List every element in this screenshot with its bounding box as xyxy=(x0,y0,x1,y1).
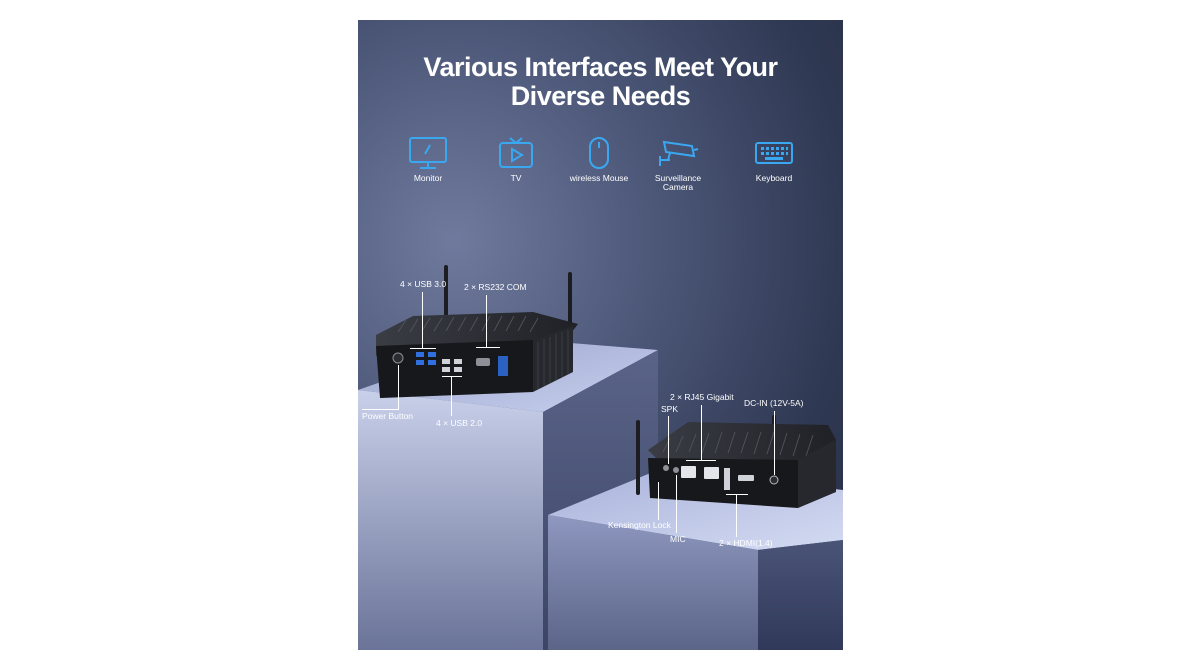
camera-icon xyxy=(659,140,699,166)
right-pedestal-side xyxy=(758,540,843,650)
keyboard-icon xyxy=(755,142,793,164)
feature-label: TV xyxy=(510,173,522,183)
spk-label: SPK xyxy=(661,404,679,414)
rs232-com-label: 2 × RS232 COM xyxy=(464,282,527,292)
feature-label: Monitor xyxy=(413,173,443,183)
usb3-label: 4 × USB 3.0 xyxy=(400,279,447,289)
mic-label: MIC xyxy=(670,534,686,544)
feature-keyboard: Keyboard xyxy=(734,136,814,183)
mini-pc-back xyxy=(636,415,836,508)
feature-label: Surveillance Camera xyxy=(654,173,702,192)
headline-line-1: Various Interfaces Meet Your xyxy=(423,52,778,82)
left-pedestal-front xyxy=(358,390,543,650)
feature-mouse: wireless Mouse xyxy=(559,136,639,183)
monitor-icon xyxy=(409,137,447,169)
feature-label: Keyboard xyxy=(755,173,793,183)
feature-monitor: Monitor xyxy=(388,136,468,183)
headline-line-2: Diverse Needs xyxy=(510,81,691,111)
feature-label: wireless Mouse xyxy=(569,173,629,183)
product-poster: Various Interfaces Meet Your Diverse Nee… xyxy=(358,20,843,650)
mini-pc-front xyxy=(376,265,578,398)
product-scene xyxy=(358,265,843,650)
usb2-label: 4 × USB 2.0 xyxy=(436,418,483,428)
dc-in-label: DC-IN (12V-5A) xyxy=(744,398,804,408)
feature-camera: Surveillance Camera xyxy=(638,136,718,192)
power-button-label: Power Button xyxy=(362,411,414,421)
tv-icon xyxy=(499,137,533,168)
hdmi-label: 2 × HDMI(1.4) xyxy=(719,538,773,548)
right-pedestal-front xyxy=(548,515,758,650)
kensington-lock-label: Kensington Lock xyxy=(608,520,671,530)
rj45-label: 2 × RJ45 Gigabit xyxy=(670,392,734,402)
feature-tv: TV xyxy=(476,136,556,183)
mouse-icon xyxy=(589,137,609,169)
power-button xyxy=(392,352,404,364)
